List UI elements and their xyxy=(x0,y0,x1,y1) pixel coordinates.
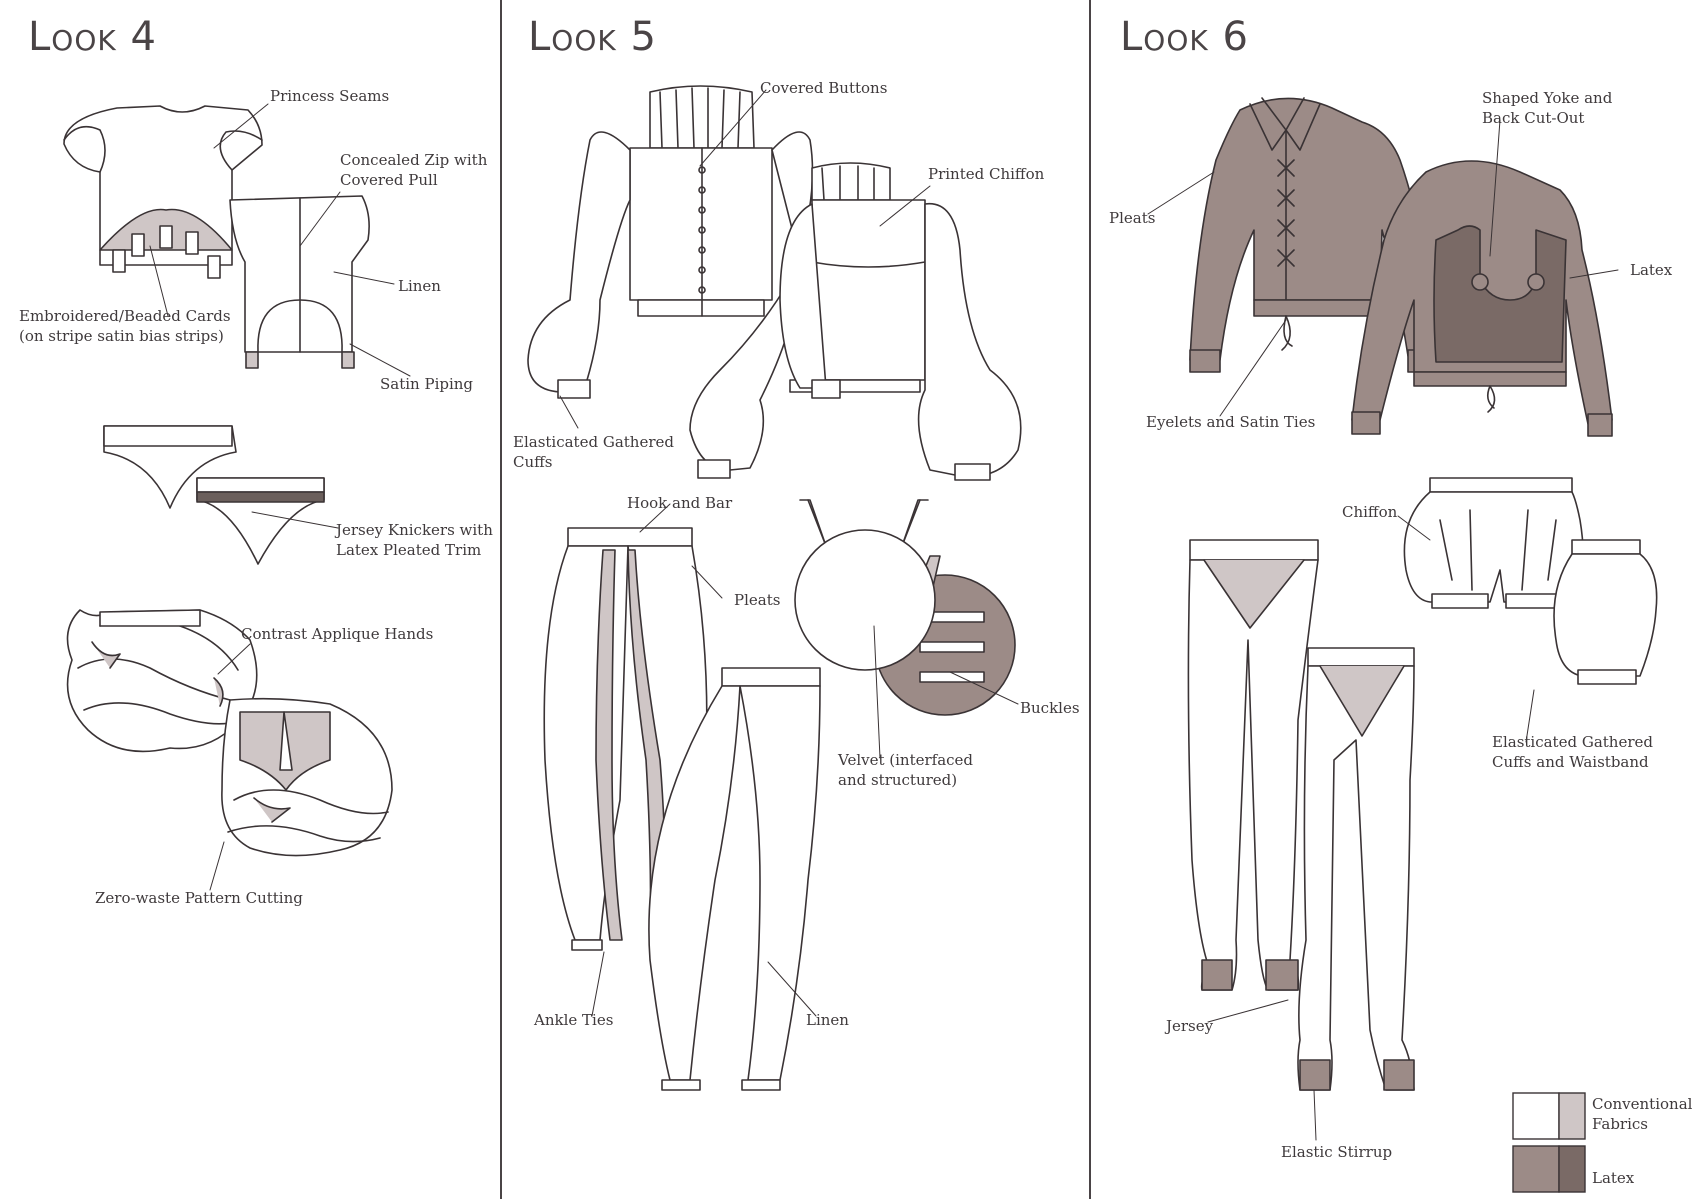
look4-top-front xyxy=(63,105,263,279)
look-5-title: Look 5 xyxy=(528,14,657,60)
look4-linen-label: Linen xyxy=(398,277,441,295)
look4-concealed-zip-label: Concealed Zip with Covered Pull xyxy=(340,151,488,189)
latex-swatch-base xyxy=(1512,1145,1560,1193)
look6-shaped-yoke-label: Shaped Yoke and Back Cut-Out xyxy=(1482,89,1613,127)
look-4-title: Look 4 xyxy=(28,14,157,60)
conventional-fabric-swatch-shade xyxy=(1558,1092,1586,1140)
look5-pleats-label: Pleats xyxy=(734,591,781,609)
look6-elastic-stirrup-label: Elastic Stirrup xyxy=(1281,1143,1393,1161)
look4-top-back xyxy=(229,195,370,369)
look5-blouse-front xyxy=(527,85,814,479)
look5-hook-and-bar-label: Hook and Bar xyxy=(627,494,733,512)
look5-ankle-ties-label: Ankle Ties xyxy=(534,1011,614,1029)
look6-jacket-back xyxy=(1351,160,1613,437)
look5-linen-label: Linen xyxy=(806,1011,849,1029)
conventional-fabric-swatch-light xyxy=(1512,1092,1560,1140)
leader-lines xyxy=(149,89,1619,1141)
look6-eyelets-label: Eyelets and Satin Ties xyxy=(1146,413,1316,431)
look-6-title: Look 6 xyxy=(1120,14,1249,60)
column-divider-2 xyxy=(1089,0,1091,1199)
look4-satin-piping-label: Satin Piping xyxy=(380,375,474,393)
look6-bloomers xyxy=(1403,477,1658,685)
look4-knickers xyxy=(103,425,325,565)
look5-velvet-bodice xyxy=(794,499,1016,716)
look6-chiffon-label: Chiffon xyxy=(1342,503,1398,521)
look5-trousers-back xyxy=(648,667,821,1091)
legend-swatches xyxy=(1512,1092,1586,1193)
look6-elasticated-cuffs-waistband-label: Elasticated Gathered Cuffs and Waistband xyxy=(1492,733,1653,771)
look6-jersey-label: Jersey xyxy=(1166,1017,1214,1035)
look6-latex-label: Latex xyxy=(1630,261,1673,279)
look4-ruffle-shorts xyxy=(66,609,393,857)
look4-princess-seams-label: Princess Seams xyxy=(270,87,390,105)
column-divider-1 xyxy=(500,0,502,1199)
legend-latex-label: Latex xyxy=(1592,1169,1635,1187)
look5-covered-buttons-label: Covered Buttons xyxy=(760,79,888,97)
look4-contrast-applique-label: Contrast Applique Hands xyxy=(241,625,434,643)
look4-zero-waste-label: Zero-waste Pattern Cutting xyxy=(95,889,303,907)
look5-buckles-label: Buckles xyxy=(1020,699,1080,717)
look4-embroidered-cards-label: Embroidered/Beaded Cards (on stripe sati… xyxy=(19,307,231,345)
look5-printed-chiffon-label: Printed Chiffon xyxy=(928,165,1045,183)
look6-pleats-label: Pleats xyxy=(1109,209,1156,227)
look5-velvet-label: Velvet (interfaced and structured) xyxy=(838,751,974,789)
look5-blouse-back xyxy=(779,162,1022,481)
look6-leggings-front xyxy=(1187,539,1319,991)
look4-jersey-knickers-label: Jersey Knickers with Latex Pleated Trim xyxy=(336,521,493,559)
legend-conventional-label: Conventional Fabrics xyxy=(1592,1095,1693,1133)
look6-leggings-back xyxy=(1297,647,1415,1091)
latex-swatch-shade xyxy=(1558,1145,1586,1193)
look5-elasticated-cuffs-label: Elasticated Gathered Cuffs xyxy=(513,433,674,471)
